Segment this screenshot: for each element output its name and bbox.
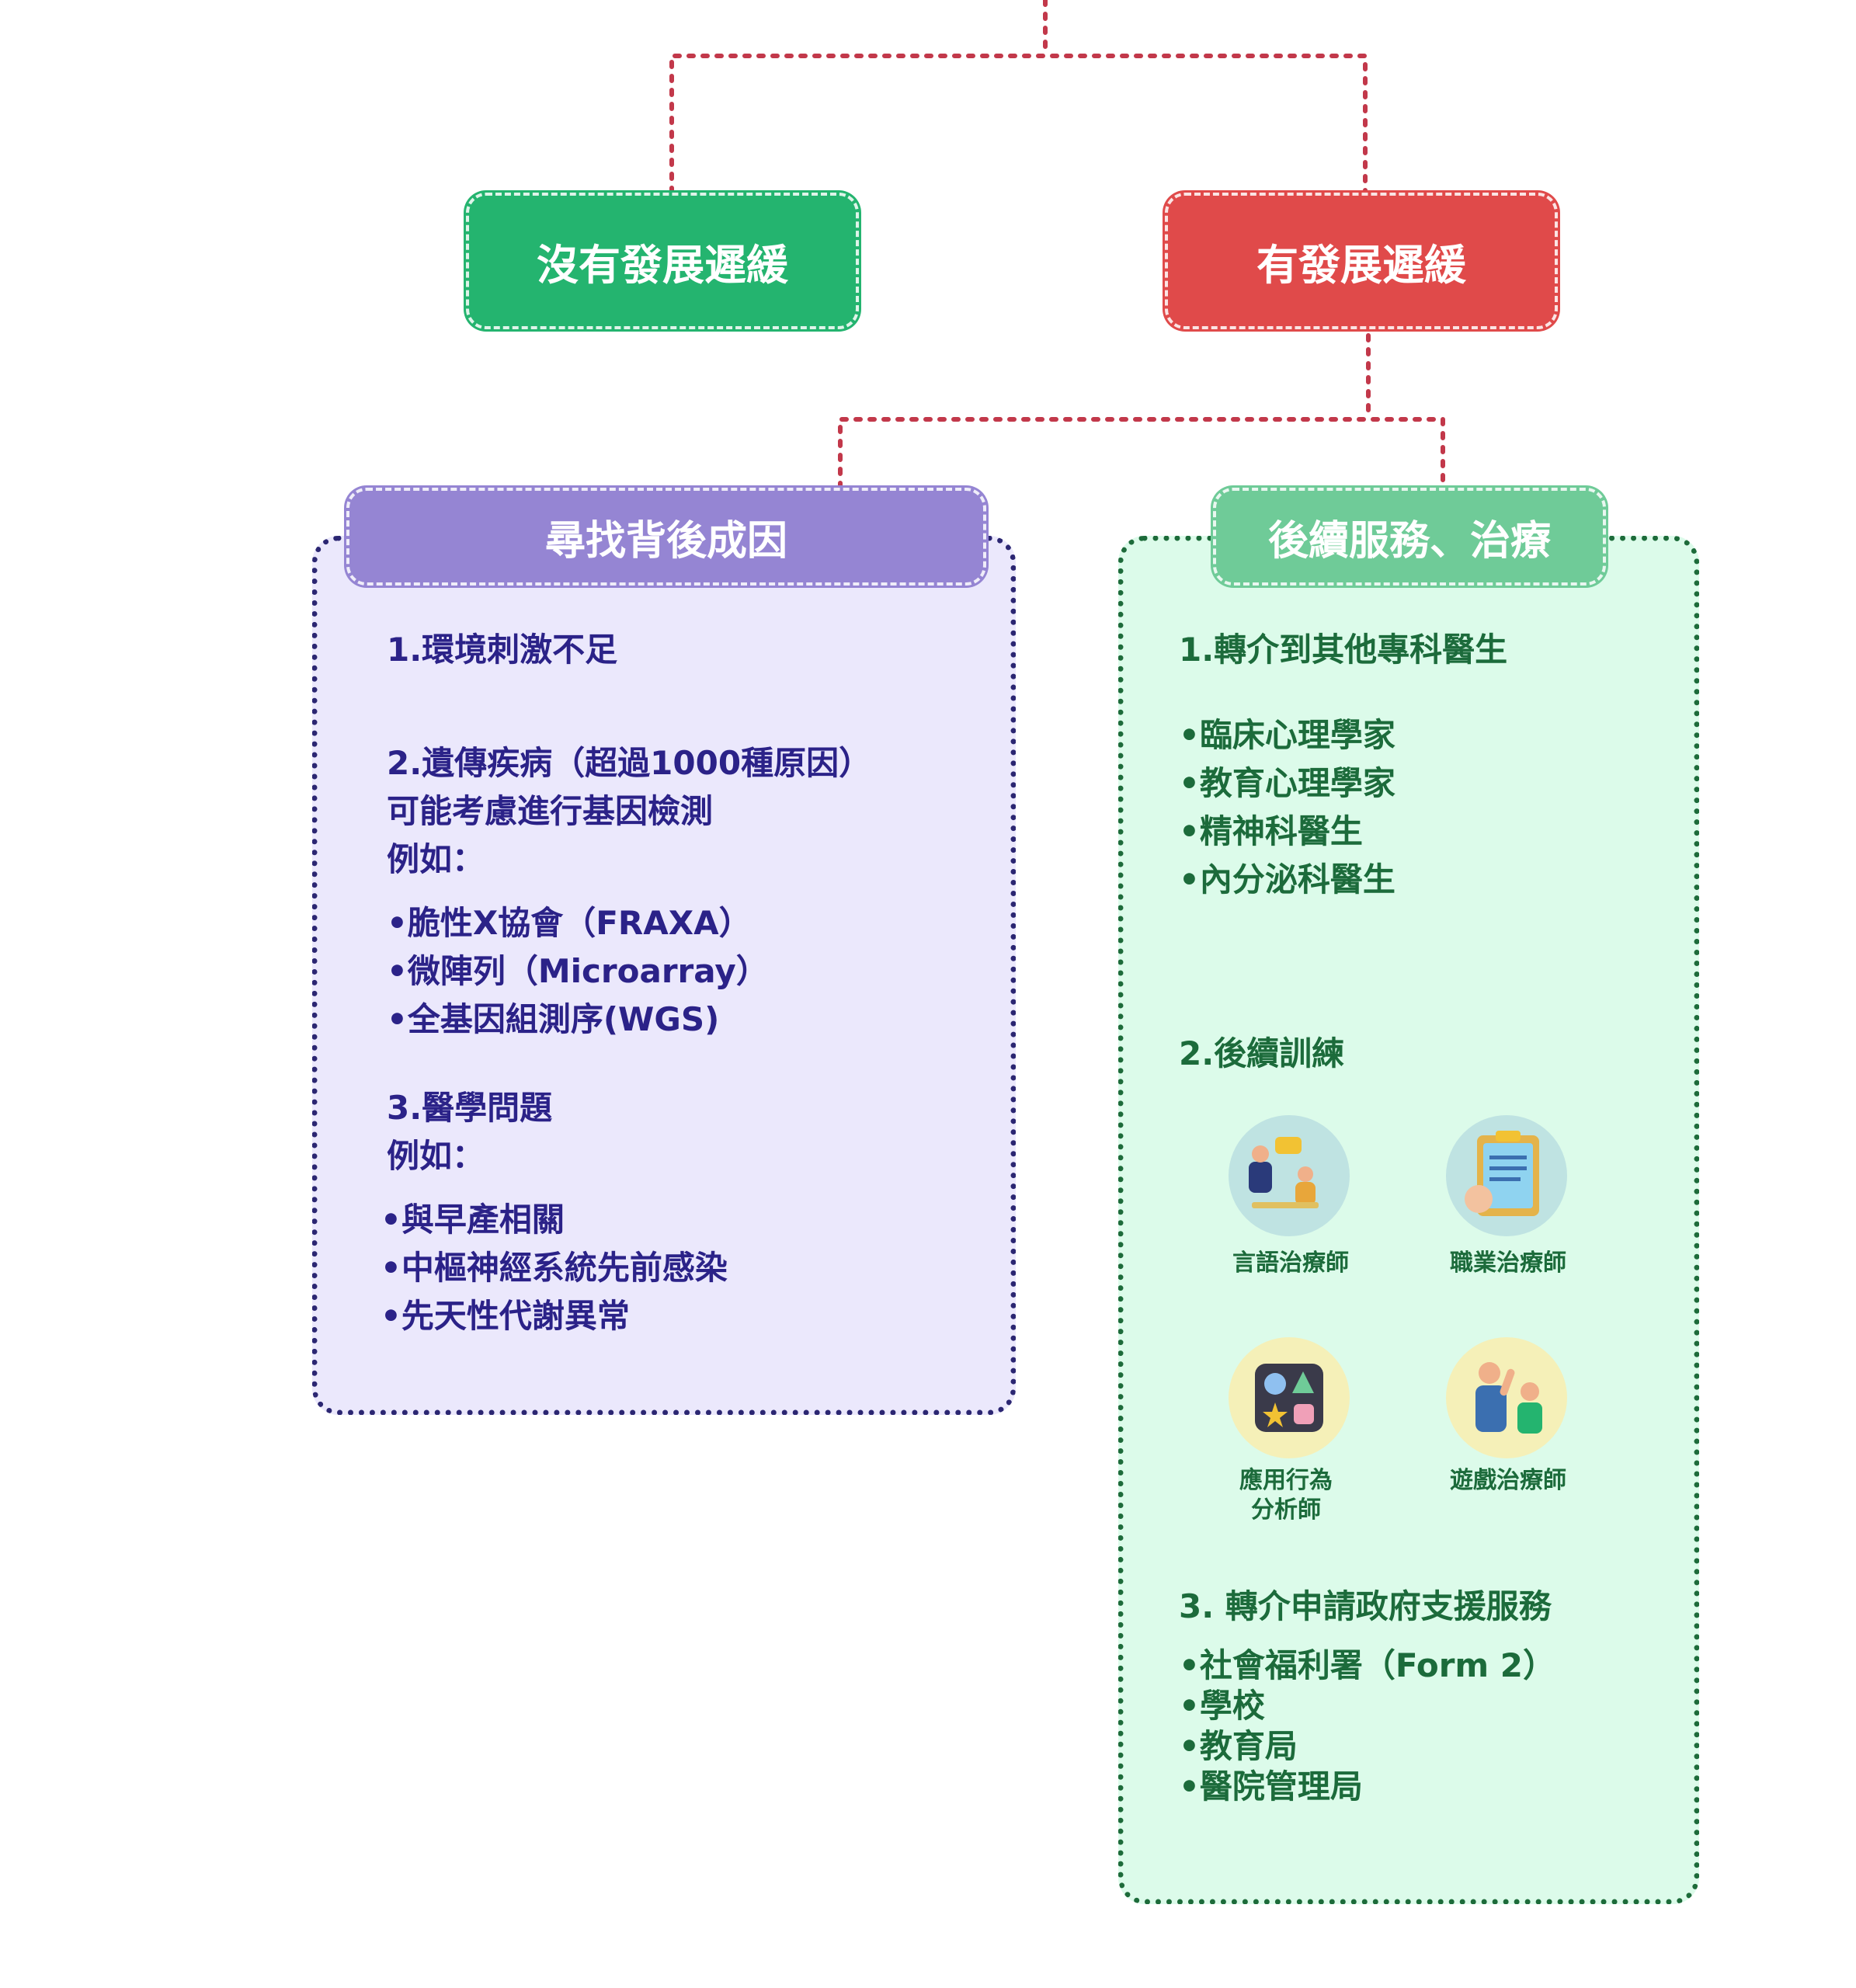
cause-genetic-title: 2.遺傳疾病（超過1000種原因） [387,744,872,782]
play-high-five-icon [1446,1337,1567,1458]
support-item: •教育局 [1179,1727,1298,1765]
service-training-title: 2.後續訓練 [1179,1034,1345,1072]
support-item: •醫院管理局 [1179,1767,1363,1806]
therapist-label: 應用行為 [1239,1467,1333,1494]
connector-split-bottom [838,417,1445,490]
specialist-item: •內分泌科醫生 [1179,860,1395,898]
specialist-item: •精神科醫生 [1179,812,1363,850]
causes-header: 尋找背後成因 [346,488,986,586]
specialist-item: •臨床心理學家 [1179,716,1395,754]
causes-panel [312,536,1016,1415]
medical-issue-item: •與早產相關 [381,1201,565,1239]
services-header-label: 後續服務、治療 [1267,517,1551,565]
medical-issue-item: •中樞神經系統先前感染 [381,1249,728,1287]
causes-header-label: 尋找背後成因 [544,517,787,565]
therapist-label: 言語治療師 [1232,1249,1349,1277]
support-item: •學校 [1179,1687,1265,1725]
cause-genetic-example-label: 例如： [387,840,485,878]
cause-medical-example-label: 例如： [387,1137,485,1175]
services-header: 後續服務、治療 [1213,488,1606,586]
node-no-delay: 沒有發展遲緩 [466,193,859,329]
clipboard-icon [1446,1115,1567,1236]
service-referral-title: 1.轉介到其他專科醫生 [1179,631,1508,669]
genetic-test-item: •脆性X協會（FRAXA） [387,904,752,942]
therapist-label: 遊戲治療師 [1450,1467,1566,1494]
node-no-delay-label: 沒有發展遲緩 [537,240,788,290]
node-has-delay-label: 有發展遲緩 [1256,240,1466,290]
cause-environment: 1.環境刺激不足 [387,631,618,669]
shapes-board-icon [1229,1337,1350,1458]
therapist-label: 職業治療師 [1450,1249,1566,1277]
genetic-test-item: •全基因組測序(WGS) [387,1000,720,1038]
speech-therapy-icon [1229,1115,1350,1236]
cause-genetic-subtitle: 可能考慮進行基因檢測 [387,792,714,830]
therapist-label: 分析師 [1251,1496,1321,1524]
specialist-item: •教育心理學家 [1179,764,1395,802]
connector-split-top [669,54,1368,195]
genetic-test-item: •微陣列（Microarray） [387,952,769,990]
service-support-title: 3. 轉介申請政府支援服務 [1179,1587,1552,1625]
support-item: •社會福利署（Form 2） [1179,1646,1556,1684]
cause-medical-title: 3.醫學問題 [387,1089,553,1127]
medical-issue-item: •先天性代謝異常 [381,1297,630,1335]
node-has-delay: 有發展遲緩 [1165,193,1558,329]
services-panel [1118,536,1699,1904]
